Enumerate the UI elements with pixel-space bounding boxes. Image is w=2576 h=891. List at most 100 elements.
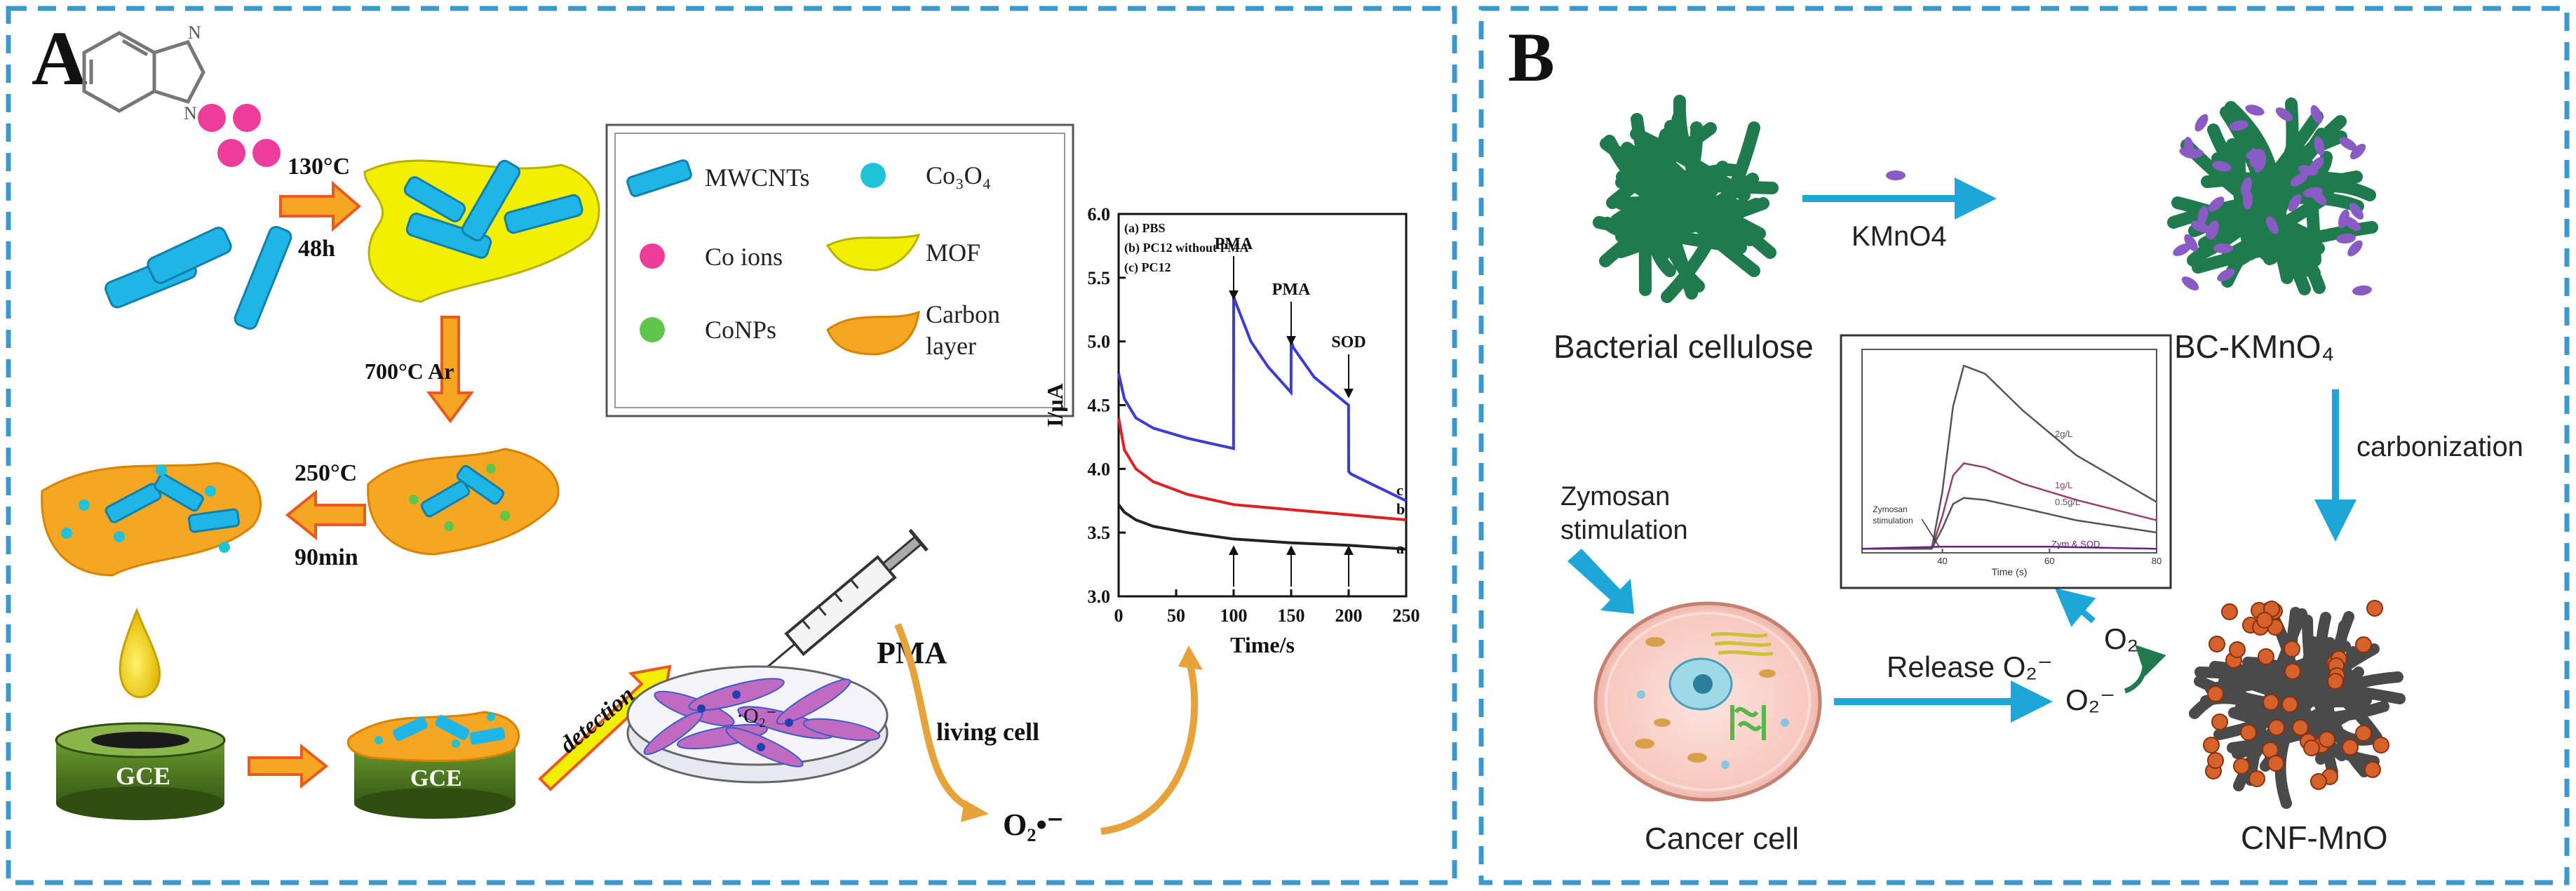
mno-particle	[2221, 603, 2238, 620]
kmno4-label: KMnO4	[1852, 221, 1947, 252]
chart-a-series-label-b: b	[1396, 500, 1405, 518]
kmno4-particle	[2288, 194, 2302, 212]
step3-time-label: 90min	[295, 544, 358, 570]
kmno4-particle	[2336, 233, 2356, 244]
chart-b-frame	[1840, 334, 2172, 589]
mesh-fiber	[1621, 142, 1742, 192]
chart-a-series-a	[1117, 503, 1407, 551]
bc-kmno4-mesh	[2167, 98, 2378, 296]
carbonized-sheet-right	[367, 448, 560, 556]
chart-b-series	[1862, 497, 2157, 550]
legend-mwcnt-swatch	[626, 159, 692, 197]
panel-b-frame	[1478, 6, 2570, 885]
living-cell-label: living cell	[936, 718, 1039, 746]
step1-arrow	[279, 180, 362, 232]
kmno4-particle	[2241, 177, 2252, 196]
mno-particle	[2240, 724, 2257, 741]
chart-a-ytick-label: 4.0	[1088, 459, 1111, 479]
mno-particle	[2263, 694, 2279, 711]
chart-a-legend: (a) PBS (b) PC12 without PMA (c) PC12	[1124, 221, 1249, 275]
legend-mof-swatch	[825, 233, 921, 272]
panel-a-frame	[6, 6, 1457, 885]
chart-a-xtick-label: 100	[1220, 605, 1248, 626]
kmno4-particle	[2194, 114, 2209, 132]
kmno4-particle	[2275, 107, 2293, 121]
kmno4-particle	[2347, 240, 2363, 257]
release-label: Release O₂⁻	[1887, 650, 2053, 683]
mno-particle	[2233, 758, 2250, 775]
mno-particle	[2207, 752, 2224, 769]
mno-particle	[2207, 685, 2224, 702]
step1-time-label: 48h	[298, 236, 335, 262]
kmno4-particle	[2181, 276, 2199, 290]
kmno4-particle	[2183, 137, 2194, 156]
kmno4-particle	[2344, 216, 2361, 232]
legend-carbon-1: Carbon	[926, 300, 1000, 328]
cancer-cell	[1593, 601, 1822, 802]
kmno4-particle	[2290, 173, 2308, 187]
legend-co-ions: Co ions	[705, 243, 783, 271]
mno-particle	[2319, 731, 2335, 748]
chart-a-ylabel: I/μA	[1042, 383, 1067, 427]
kmno4-particle	[2303, 187, 2323, 198]
chart-a-plot-frame	[1117, 213, 1408, 598]
panel-a-legend: MWCNTs Co ions CoNPs Co₃O₄ MOF Carbon la…	[605, 123, 1074, 417]
chart-b-series	[1861, 546, 2157, 550]
kmno4-particle	[2352, 285, 2372, 296]
zymosan-label-2: stimulation	[1560, 516, 1688, 545]
kmno4-particle	[2266, 216, 2279, 234]
kmno4-particle	[2248, 148, 2260, 168]
mno-particle	[2211, 714, 2228, 730]
kmno4-particle	[2349, 143, 2366, 160]
step2-arrow	[426, 316, 474, 424]
step1-temp-label: 130°C	[288, 154, 350, 180]
mno-particle	[2310, 773, 2327, 790]
mno-particle	[2303, 739, 2320, 756]
panel-a-letter: A	[32, 15, 87, 101]
o2-label: O₂	[2104, 622, 2138, 655]
chart-b-xtick-label: 40	[1937, 556, 1947, 566]
kmno4-particle	[2229, 120, 2248, 131]
mno-particle	[2373, 737, 2389, 753]
step3-arrow	[285, 489, 366, 541]
chart-a-annotation: PMA	[1215, 235, 1253, 253]
chart-a-ytick-label: 4.5	[1088, 396, 1111, 416]
mno-particle	[2258, 648, 2274, 665]
kmno4-particle	[2349, 203, 2364, 220]
mwcnt-rods	[104, 225, 292, 330]
mno-particle	[2281, 696, 2298, 713]
mno-particle	[2267, 755, 2284, 772]
chart-b-series	[1862, 364, 2157, 550]
chart-b-series	[1862, 462, 2157, 550]
chart-a-ytick-label: 5.5	[1088, 268, 1111, 288]
mno-particle	[2366, 600, 2383, 617]
bc-kmno4-label: BC-KMnO₄	[2174, 328, 2334, 365]
chart-b-xtick-label: 60	[2044, 556, 2054, 566]
mno-particle	[2203, 737, 2220, 753]
mof-sheet-with-mwcnts	[363, 159, 600, 303]
mno-particle	[2284, 641, 2300, 657]
carbonization-label: carbonization	[2356, 431, 2523, 462]
o2-minus-label: O₂⁻	[2065, 683, 2115, 716]
kmno4-particle	[2173, 243, 2191, 256]
kmno4-particle	[2245, 105, 2265, 116]
legend-carbon-2: layer	[926, 332, 976, 360]
chart-a-xlabel: Time/s	[1230, 632, 1295, 657]
chart-b-series-label: 1g/L	[2055, 480, 2072, 490]
co3o4-carbon-sheet	[41, 462, 262, 577]
panel-b-letter: B	[1508, 18, 1555, 96]
legend-mwcnts: MWCNTs	[705, 163, 809, 192]
chart-a-ytick-label: 3.0	[1088, 587, 1111, 607]
chart-b-annotation: stimulation	[1873, 516, 1913, 525]
chart-a-xtick-label: 250	[1393, 605, 1420, 626]
chart-b-plot-frame	[1861, 349, 2157, 554]
zymosan-arrow	[1567, 549, 1634, 614]
kmno4-particle	[2184, 234, 2198, 252]
superoxide-label: O₂•⁻	[1003, 808, 1063, 842]
chart-a-ytick-label: 6.0	[1088, 204, 1111, 225]
svg-text:N: N	[184, 103, 197, 123]
chart-a-series-c	[1117, 296, 1407, 502]
chart-a-series-b	[1117, 417, 1407, 521]
